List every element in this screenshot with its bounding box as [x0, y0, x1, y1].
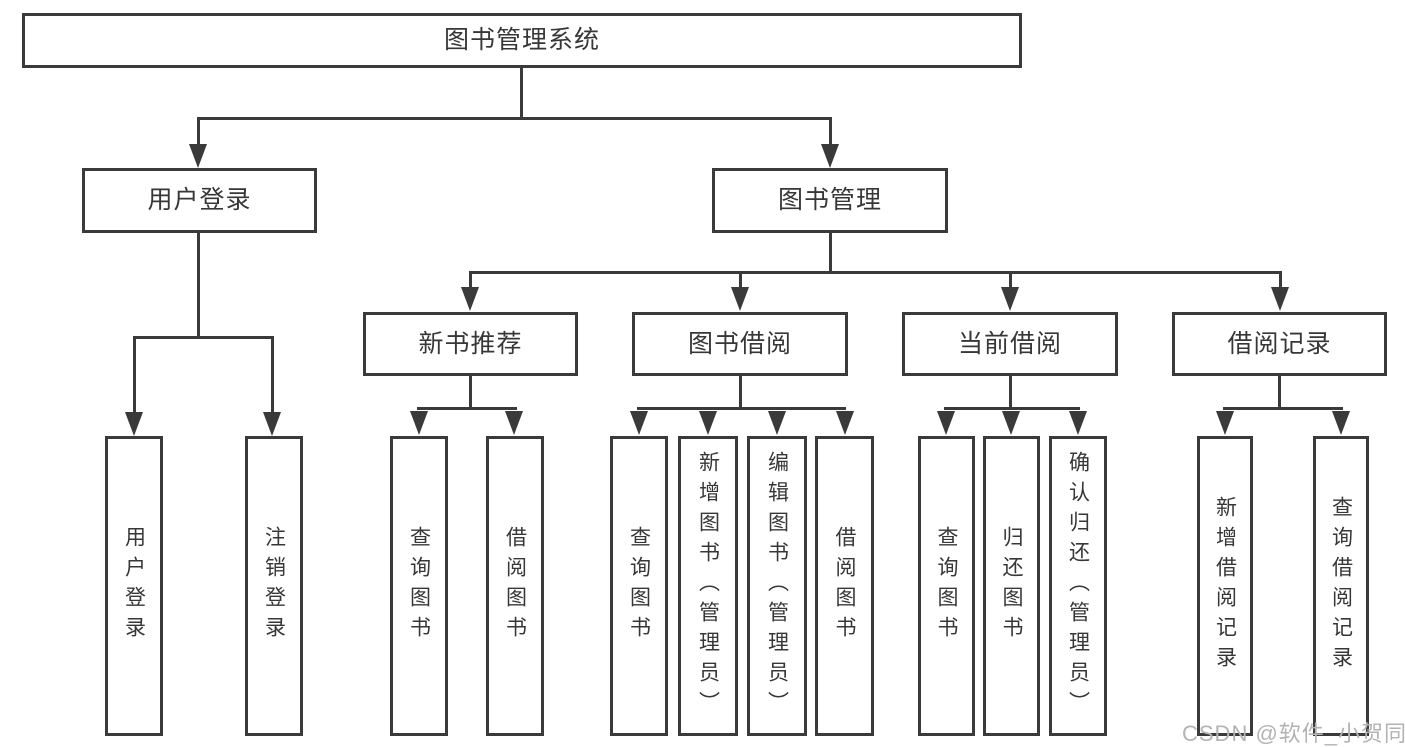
node-user-login: 用户登录 — [82, 168, 317, 233]
connector-line — [469, 271, 472, 293]
connector-line — [133, 336, 136, 416]
leaf-query-books: 查询图书 — [610, 436, 668, 736]
connector-line — [469, 376, 472, 410]
arrow-down-icon — [768, 411, 786, 435]
arrow-down-icon — [821, 144, 839, 168]
connector-line — [637, 407, 846, 410]
arrow-down-icon — [1069, 411, 1087, 435]
csdn-watermark: CSDN @软件_小贺同学 — [1182, 721, 1405, 746]
connector-line — [829, 233, 832, 273]
connector-line — [271, 336, 274, 416]
arrow-down-icon — [1271, 287, 1289, 311]
connector-line — [520, 68, 523, 118]
leaf-return-books: 归还图书 — [983, 436, 1040, 736]
connector-line — [469, 271, 1282, 274]
connector-line — [829, 117, 832, 148]
connector-line — [197, 117, 832, 120]
connector-line — [739, 271, 742, 293]
node-borrowing-records: 借阅记录 — [1172, 312, 1387, 376]
leaf-logout: 注销登录 — [245, 436, 303, 736]
leaf-query-books: 查询图书 — [390, 436, 448, 736]
connector-line — [1223, 407, 1343, 410]
leaf-add-borrow-record: 新增借阅记录 — [1197, 436, 1253, 736]
node-book-borrowing: 图书借阅 — [632, 312, 848, 376]
leaf-edit-book-admin: 编辑图书（管理员） — [747, 436, 807, 736]
arrow-down-icon — [731, 287, 749, 311]
connector-line — [417, 407, 517, 410]
connector-line — [739, 376, 742, 410]
node-current-borrowing: 当前借阅 — [902, 312, 1118, 376]
arrow-down-icon — [410, 411, 428, 435]
leaf-user-login: 用户登录 — [105, 436, 163, 736]
connector-line — [197, 117, 200, 148]
arrow-down-icon — [263, 412, 281, 436]
arrow-down-icon — [505, 411, 523, 435]
arrow-down-icon — [461, 287, 479, 311]
arrow-down-icon — [699, 411, 717, 435]
arrow-down-icon — [1002, 411, 1020, 435]
arrow-down-icon — [189, 144, 207, 168]
leaf-query-borrow-record: 查询借阅记录 — [1313, 436, 1369, 736]
connector-line — [1009, 376, 1012, 410]
connector-line — [1009, 271, 1012, 293]
arrow-down-icon — [125, 412, 143, 436]
leaf-borrow-books: 借阅图书 — [486, 436, 544, 736]
arrow-down-icon — [1332, 411, 1350, 435]
leaf-add-book-admin: 新增图书（管理员） — [678, 436, 738, 736]
connector-line — [1278, 376, 1281, 410]
leaf-query-books: 查询图书 — [918, 436, 975, 736]
node-book-management: 图书管理 — [712, 168, 948, 233]
arrow-down-icon — [1216, 411, 1234, 435]
connector-line — [197, 233, 200, 338]
leaf-confirm-return-admin: 确认归还（管理员） — [1049, 436, 1107, 736]
node-new-book-recommendation: 新书推荐 — [363, 312, 578, 376]
arrow-down-icon — [836, 411, 854, 435]
connector-line — [1279, 271, 1282, 293]
node-library-management-system: 图书管理系统 — [22, 13, 1022, 68]
arrow-down-icon — [1001, 287, 1019, 311]
arrow-down-icon — [630, 411, 648, 435]
arrow-down-icon — [937, 411, 955, 435]
connector-line — [944, 407, 1080, 410]
connector-line — [133, 336, 274, 339]
leaf-borrow-books: 借阅图书 — [815, 436, 874, 736]
